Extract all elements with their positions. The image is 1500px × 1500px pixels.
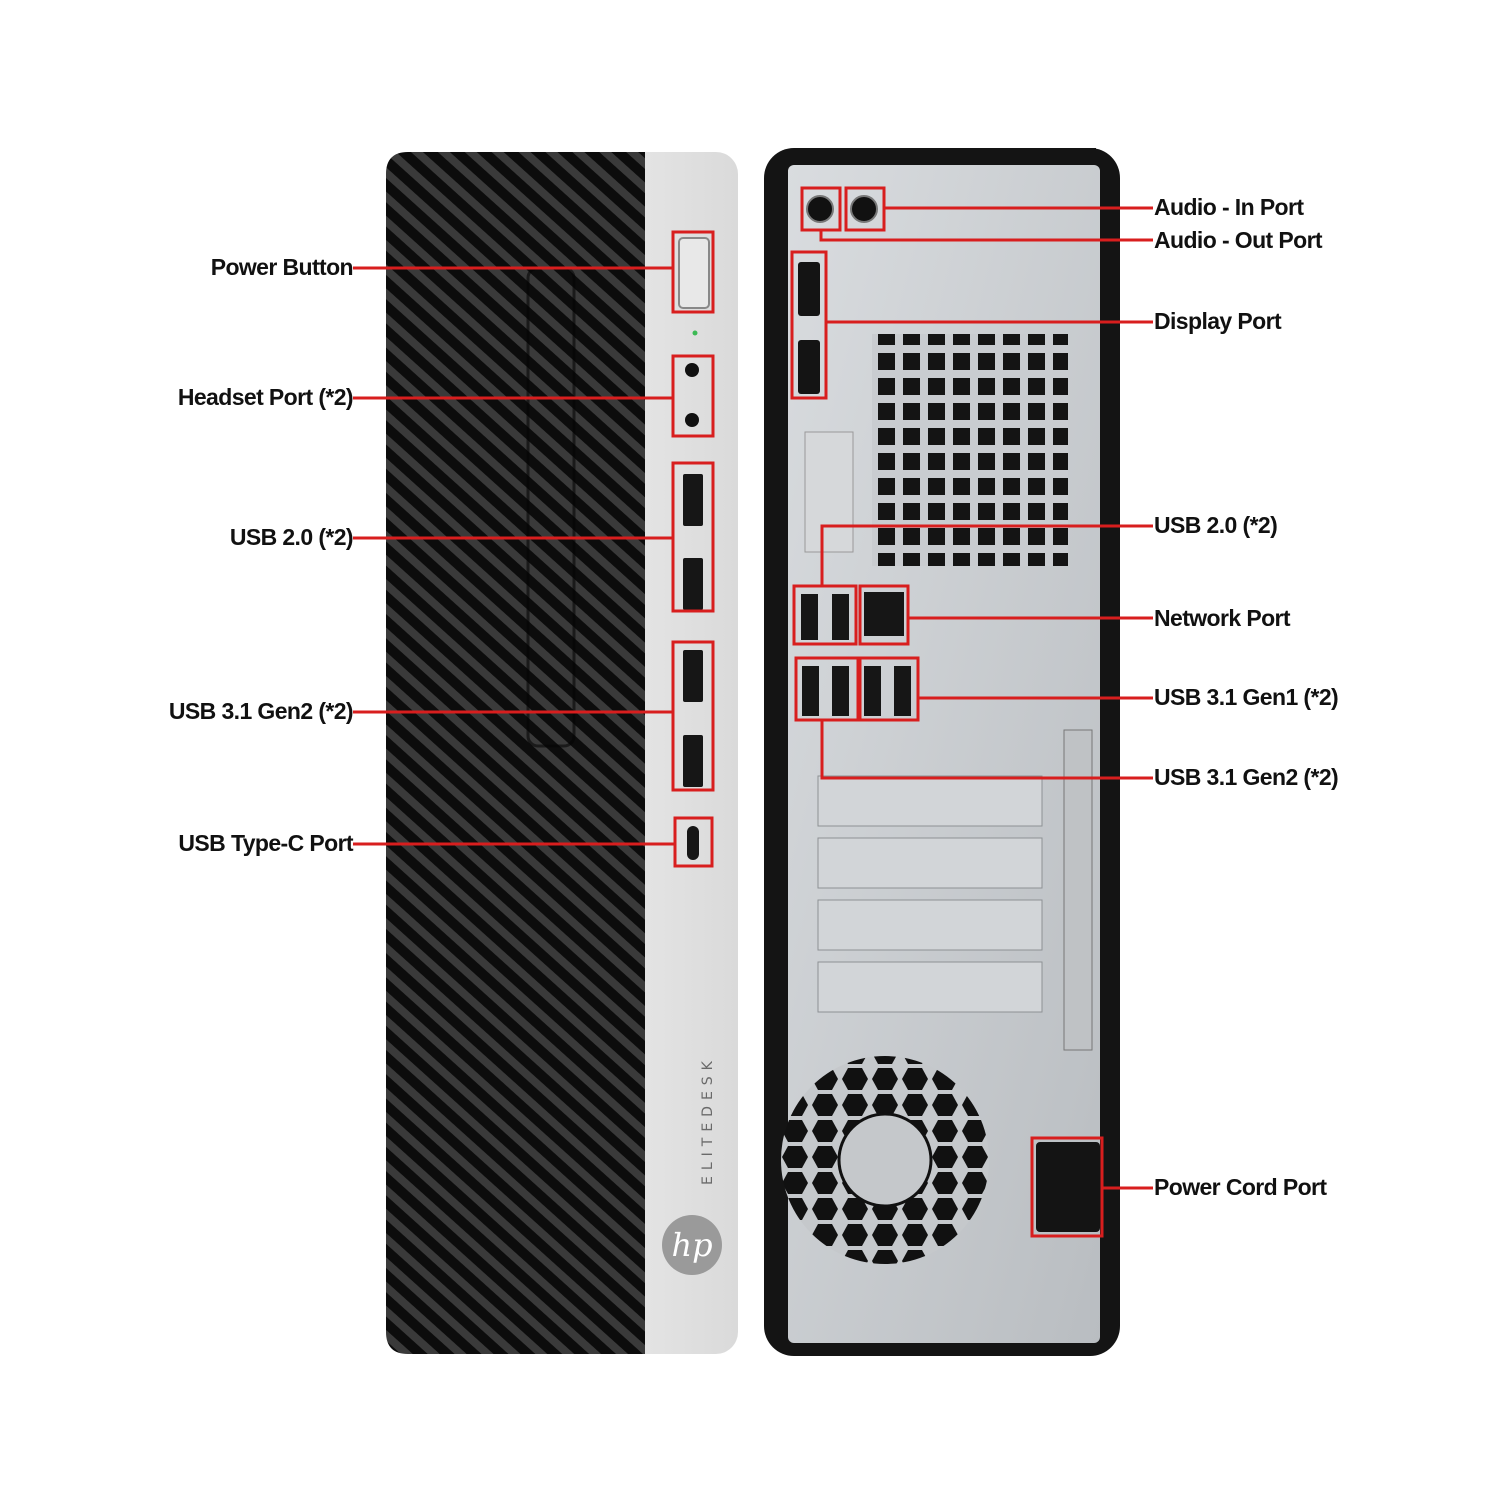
hp-logo-text: hp (671, 1226, 712, 1264)
callout-box-usbc (673, 816, 714, 868)
callout-box-headset-port (671, 354, 715, 438)
label-usb20-front: USB 2.0 (*2) (229, 524, 354, 550)
usb31-gen2-port (802, 666, 819, 716)
label-headset-port: Headset Port (*2) (177, 384, 354, 410)
expansion-slot (817, 961, 1043, 1013)
usb-c-port (687, 826, 699, 860)
front-grille (386, 152, 645, 1354)
elitedesk-wordmark: ELITEDESK (700, 1055, 716, 1185)
callout-box-usb31gen1-rear (858, 656, 920, 722)
usb-port (683, 735, 703, 787)
usb31-gen1-port (864, 666, 881, 716)
headset-jack-icon (685, 363, 699, 377)
mount-plate (804, 431, 854, 553)
label-power-cord: Power Cord Port (1154, 1174, 1327, 1200)
expansion-slot (817, 899, 1043, 951)
display-port (798, 262, 820, 316)
callout-box-usb20-rear (792, 584, 858, 646)
label-usb20-rear: USB 2.0 (*2) (1154, 512, 1278, 538)
rear-view (764, 148, 1120, 1356)
expansion-slot (817, 775, 1043, 827)
usb31-gen2-port (832, 666, 849, 716)
label-usbc: USB Type-C Port (178, 830, 353, 856)
label-display-port: Display Port (1154, 308, 1282, 334)
callout-box-network (858, 584, 910, 646)
display-port (798, 340, 820, 394)
callout-box-power-button (671, 230, 715, 314)
side-card-bracket (1063, 729, 1093, 1051)
label-audio-out: Audio - Out Port (1154, 227, 1323, 253)
drive-led-icon (692, 330, 698, 336)
audio-in-jack-icon (806, 195, 834, 223)
expansion-slot (817, 837, 1043, 889)
label-usb31gen1-rear: USB 3.1 Gen1 (*2) (1154, 684, 1339, 710)
callout-box-display-port (790, 250, 828, 400)
psu-fan-hub (837, 1112, 933, 1208)
label-power-button: Power Button (210, 254, 354, 280)
headset-jack-icon (685, 413, 699, 427)
usb-port (683, 558, 703, 610)
power-cord-socket (1036, 1142, 1100, 1232)
usb-port (683, 474, 703, 526)
callouts (353, 186, 1153, 1238)
label-audio-in: Audio - In Port (1154, 194, 1304, 220)
label-network: Network Port (1154, 605, 1291, 631)
callout-box-usb31gen2-rear (794, 656, 860, 722)
callout-line-audio-out (819, 230, 1153, 242)
usb31-gen1-port (894, 666, 911, 716)
label-usb31gen2-front: USB 3.1 Gen2 (*2) (168, 698, 354, 724)
top-notch (858, 148, 1096, 164)
label-usb31gen2-rear: USB 3.1 Gen2 (*2) (1154, 764, 1339, 790)
hp-logo: hp (662, 1215, 722, 1275)
power-button[interactable] (678, 237, 710, 309)
front-view: hp (386, 152, 738, 1354)
network-port (864, 592, 904, 636)
callout-line-usb31gen2-rear (820, 720, 1153, 780)
usb20-port (801, 594, 818, 640)
usb-port (683, 650, 703, 702)
audio-out-jack-icon (850, 195, 878, 223)
callout-box-usb31gen2-front (671, 640, 715, 792)
vent-grid (872, 334, 1068, 566)
callout-line-usb20-rear (820, 524, 1153, 586)
usb20-port (832, 594, 849, 640)
